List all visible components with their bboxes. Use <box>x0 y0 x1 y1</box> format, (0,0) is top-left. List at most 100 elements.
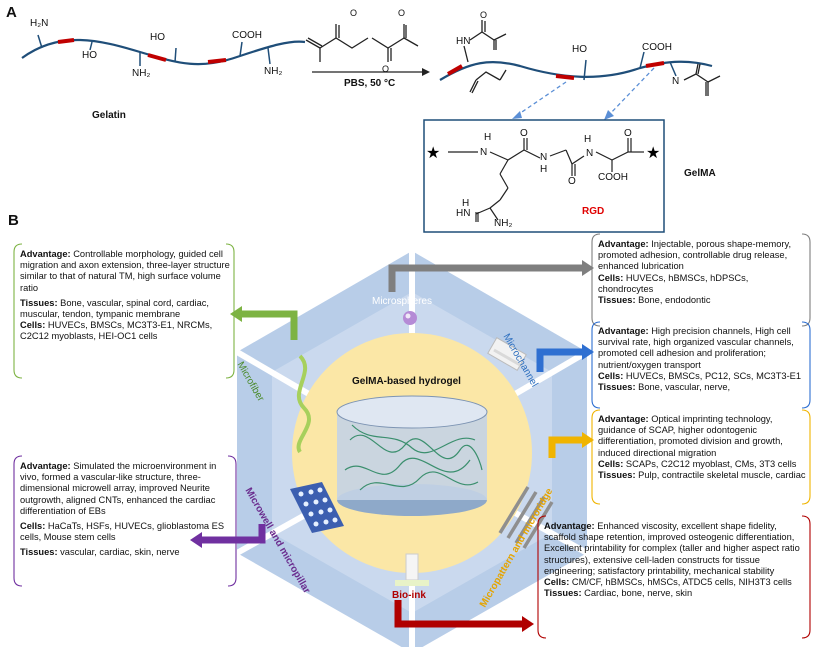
cells-label: Cells: <box>544 577 570 588</box>
segment-label-microspheres: Microspheres <box>372 296 433 307</box>
group-label: NH₂ <box>264 66 283 77</box>
cells-label: Cells: <box>20 320 46 331</box>
rgd-label: RGD <box>582 206 605 217</box>
rgd-atom: NH₂ <box>494 218 513 229</box>
arrow-microfiber <box>230 306 298 340</box>
tissues-label: Tissues: <box>598 295 636 306</box>
rgd-atom: H <box>484 132 492 143</box>
reaction-arrowhead <box>422 68 430 76</box>
advantage-text: Controllable morphology, guided cell mig… <box>20 249 230 293</box>
cells-label: Cells: <box>598 272 624 283</box>
rgd-atom: H <box>584 134 592 145</box>
group-label: N <box>672 76 680 87</box>
rgd-atom: HN <box>456 208 471 219</box>
cells-label: Cells: <box>598 370 624 381</box>
group-label: COOH <box>642 42 672 53</box>
microwell-info-box: Advantage: Simulated the microenvironmen… <box>16 458 236 562</box>
methacrylic-anhydride <box>305 24 419 62</box>
advantage-label: Advantage: <box>544 521 595 531</box>
advantage-label: Advantage: <box>598 414 649 424</box>
rgd-atom: N <box>586 148 594 159</box>
rgd-pointer-arrow <box>515 81 567 117</box>
tissues-text: Bone, vascular, spinal cord, cardiac, mu… <box>20 297 209 320</box>
microchannel-info-box: Advantage: High precision channels, High… <box>594 323 810 396</box>
anhydride-o: O <box>382 64 390 74</box>
arrow-micropattern <box>548 432 594 458</box>
rgd-atom: O <box>624 128 632 139</box>
advantage-label: Advantage: <box>598 239 649 249</box>
rgd-structure <box>448 138 644 222</box>
group-label: O <box>480 10 488 20</box>
rgd-atom: COOH <box>598 172 628 183</box>
microfiber-icon <box>296 354 312 454</box>
microwell-plate-icon <box>290 482 344 533</box>
reaction-condition: PBS, 50 °C <box>344 78 396 89</box>
anhydride-o: O <box>398 8 406 18</box>
hydrogel-dish-icon <box>336 395 488 516</box>
rgd-segment <box>147 53 167 62</box>
microchannel-icon <box>487 337 527 371</box>
tissues-text: Bone, endodontic <box>635 295 711 306</box>
group-label: NH₂ <box>132 68 151 79</box>
rgd-atom: N <box>540 152 548 163</box>
group-label: H₂N <box>30 18 49 29</box>
rgd-atom: H <box>540 164 548 175</box>
arrow-microwell <box>190 524 266 548</box>
cells-label: Cells: <box>598 458 624 469</box>
rgd-atom: N <box>480 147 488 158</box>
group-label: HO <box>572 44 587 55</box>
cells-label: Cells: <box>20 521 46 532</box>
gelma-chain <box>439 20 721 96</box>
star-right-icon: ★ <box>646 143 660 162</box>
cells-text: HUVECs, BMSCs, PC12, SCs, MC3T3-E1 <box>623 370 802 381</box>
microfiber-info-box: Advantage: Controllable morphology, guid… <box>16 246 234 346</box>
advantage-text: Enhanced viscosity, excellent shape fide… <box>544 521 800 576</box>
advantage-text: Injectable, porous shape-memory, promote… <box>598 239 792 272</box>
cells-text: CM/CF, hBMSCs, hMSCs, ATDC5 cells, NIH3T… <box>569 577 792 588</box>
tissues-text: vascular, cardiac, skin, nerve <box>57 547 180 558</box>
micropattern-info-box: Advantage: Optical imprinting technology… <box>594 411 810 484</box>
gelatin-label: Gelatin <box>92 110 126 121</box>
center-label: GelMA-based hydrogel <box>352 376 461 387</box>
tissues-label: Tissues: <box>598 470 636 481</box>
advantage-text: Simulated the microenvironment in vivo, … <box>20 461 217 516</box>
gelatin-chain <box>21 34 306 66</box>
tissues-label: Tissues: <box>20 297 58 308</box>
group-label: HO <box>150 32 165 43</box>
bioink-info-box: Advantage: Enhanced viscosity, excellent… <box>540 518 810 602</box>
rgd-atom: H <box>462 198 470 209</box>
rgd-atom: O <box>520 128 528 139</box>
tissues-text: Cardiac, bone, nerve, skin <box>581 588 693 599</box>
star-left-icon: ★ <box>426 143 440 162</box>
cells-text: SCAPs, C2C12 myoblast, CMs, 3T3 cells <box>623 458 797 469</box>
cells-text: HUVECs, hBMSCs, hDPSCs, chondrocytes <box>598 272 749 294</box>
group-label: HO <box>82 50 97 61</box>
advantage-label: Advantage: <box>598 326 649 336</box>
panel-b-letter: B <box>8 212 19 229</box>
panel-a-letter: A <box>6 4 17 21</box>
microsphere-icon <box>403 311 417 325</box>
arrow-bioink <box>394 600 534 632</box>
tissues-text: Bone, vascular, nerve, <box>635 382 731 393</box>
bioink-nozzle-icon <box>395 553 429 586</box>
group-label: HN <box>456 36 471 47</box>
cells-text: HaCaTs, HSFs, HUVECs, glioblastoma ES ce… <box>20 521 225 543</box>
advantage-label: Advantage: <box>20 249 71 259</box>
rgd-segment <box>207 58 227 64</box>
group-label: COOH <box>232 30 262 41</box>
arrow-microspheres <box>388 260 594 292</box>
segment-label-bioink: Bio-ink <box>392 590 426 601</box>
gelma-label: GelMA <box>684 168 716 179</box>
advantage-label: Advantage: <box>20 461 71 471</box>
tissues-label: Tissues: <box>20 547 58 558</box>
cells-text: HUVECs, BMSCs, MC3T3-E1, NRCMs, C2C12 my… <box>20 320 213 342</box>
tissues-text: Pulp, contractile skeletal muscle, cardi… <box>635 470 806 481</box>
anhydride-o: O <box>350 8 358 18</box>
tissues-label: Tissues: <box>598 382 636 393</box>
arrow-microchannel <box>536 344 594 372</box>
rgd-segment <box>57 38 75 44</box>
rgd-atom: O <box>568 176 576 187</box>
microspheres-info-box: Advantage: Injectable, porous shape-memo… <box>594 236 810 309</box>
tissues-label: Tissues: <box>544 588 582 599</box>
